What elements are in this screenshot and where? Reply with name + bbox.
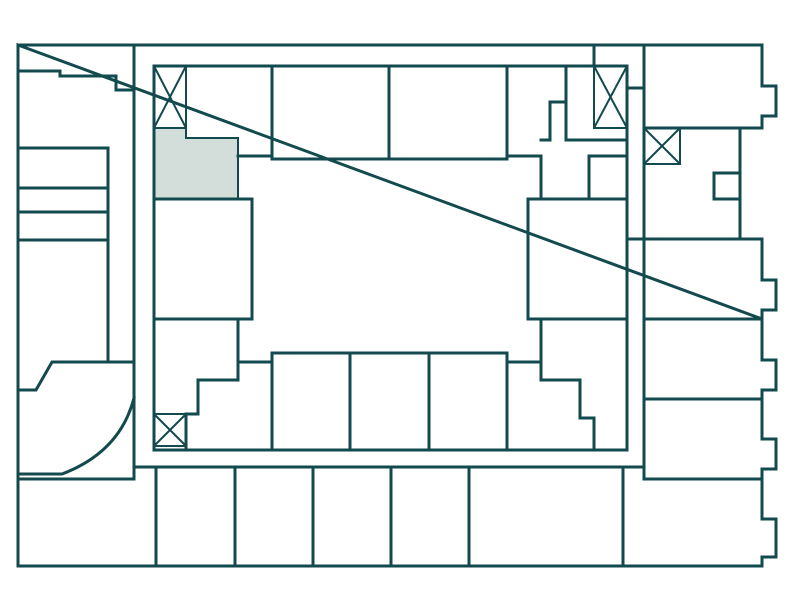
elevator-shafts (153, 65, 681, 447)
inner-core-walls (132, 43, 646, 469)
elevator-shaft-sw (153, 413, 187, 447)
elevator-shaft-ne (593, 65, 628, 129)
outer-building-wall (16, 42, 778, 568)
left-wing (16, 43, 136, 481)
elevator-shaft-nw (153, 65, 187, 129)
elevator-shaft-east (643, 127, 681, 165)
right-wing (625, 86, 764, 481)
highlighted-unit[interactable] (153, 127, 239, 200)
bottom-wing (154, 465, 625, 568)
